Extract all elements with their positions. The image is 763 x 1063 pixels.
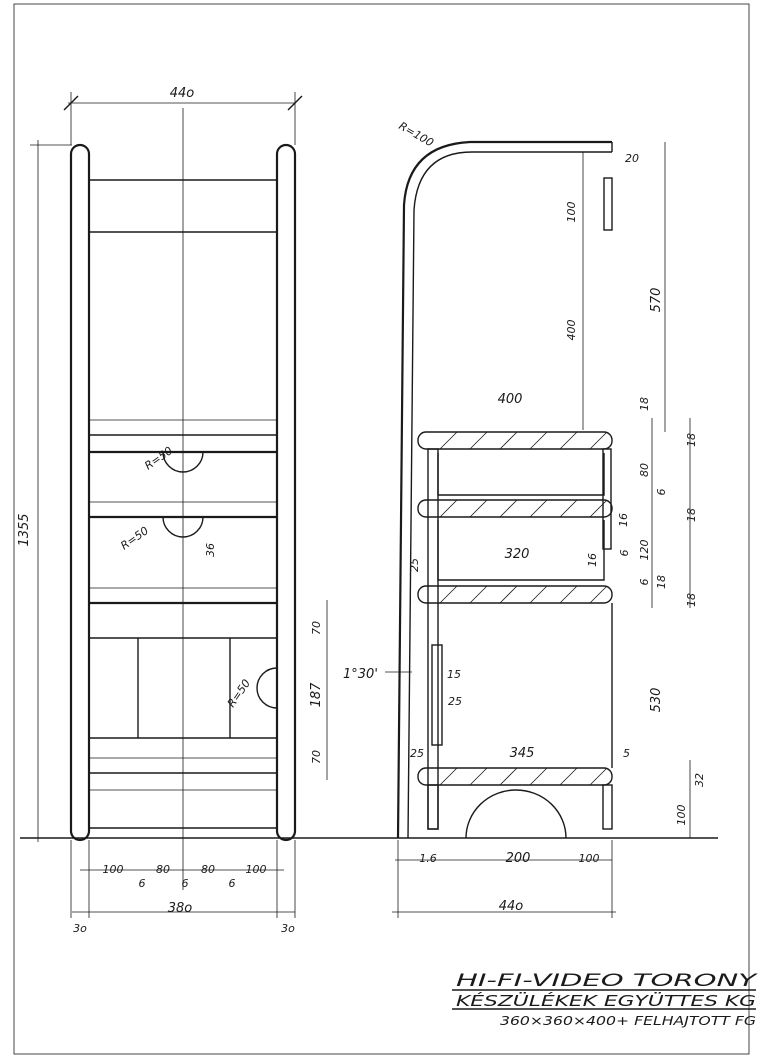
front-right-post — [275, 143, 297, 842]
side-small-mark: 25 — [448, 695, 462, 708]
side-frame-outer — [396, 140, 612, 839]
side-drawer — [437, 520, 605, 581]
side-shelf-dim: 120 — [638, 540, 651, 561]
front-small-dim: 36 — [204, 543, 217, 557]
side-lower-right: 5 — [623, 747, 630, 760]
side-upright — [602, 448, 612, 550]
side-upper-label: 400 — [498, 392, 523, 407]
front-overall-width: 44o — [170, 86, 195, 101]
side-bottom-width: 200 — [506, 851, 531, 866]
front-overall-height: 1355 — [17, 513, 32, 546]
side-lower-width: 345 — [510, 746, 535, 761]
dim-tick — [287, 95, 303, 111]
front-bottom-dim: 80 — [156, 863, 170, 876]
front-cutout — [256, 667, 278, 709]
side-foot — [427, 784, 439, 830]
side-upper-dim: 570 — [649, 288, 664, 313]
side-shelf — [417, 585, 613, 604]
side-small-mark: 15 — [447, 668, 461, 681]
front-left-post — [69, 143, 91, 842]
side-upper-dim: 400 — [565, 320, 578, 341]
sheet-border — [13, 3, 750, 1055]
front-radius-label: R=50 — [118, 524, 151, 552]
side-bottom-dim: 32 — [693, 773, 706, 787]
side-frame-inner — [407, 151, 612, 839]
side-shelf — [417, 499, 613, 518]
side-shelf-dim: 80 — [638, 463, 651, 477]
side-top-radius: R=100 — [397, 119, 436, 149]
side-mid-far: 16 — [617, 513, 630, 527]
front-bottom-dim: 6 — [182, 877, 189, 890]
front-view: 44o 1355 R=50 R=50 R=50 36 100 6 80 6 80… — [17, 86, 303, 935]
side-upper-dim: 100 — [565, 202, 578, 223]
side-drawer — [437, 453, 605, 496]
front-bottom-dim: 100 — [103, 863, 124, 876]
title-line-3: 360×360×400+ FELHAJTOTT FG — [500, 1014, 756, 1028]
side-shelf — [417, 431, 613, 450]
side-small-mark: 25 — [410, 747, 424, 760]
side-base-arch — [465, 789, 567, 839]
front-bottom-dim: 100 — [246, 863, 267, 876]
side-bottom-width: 1.6 — [419, 852, 437, 865]
front-radius-label: R=50 — [225, 677, 253, 710]
side-shelf-dim: 18 — [685, 593, 698, 607]
side-foot — [602, 784, 613, 830]
title-line-2: KÉSZÜLÉKEK EGYÜTTES KG — [456, 991, 756, 1010]
side-view: R=100 20 100 400 570 400 18 18 80 6 18 6… — [309, 119, 706, 918]
side-shelf-dim: 18 — [638, 397, 651, 411]
front-cutout — [162, 516, 204, 538]
front-bottom-dim: 6 — [229, 877, 236, 890]
front-bottom-dim: 6 — [139, 877, 146, 890]
dim-tick — [63, 95, 79, 111]
front-side-thickness: 3o — [281, 922, 295, 935]
side-mid-right: 16 — [586, 553, 599, 567]
front-side-thickness: 3o — [73, 922, 87, 935]
side-upright — [427, 448, 439, 830]
side-shelf-dim: 6 — [638, 579, 651, 586]
side-lower-height: 530 — [649, 688, 664, 713]
front-bottom-dim: 80 — [201, 863, 215, 876]
side-shelf-dim: 18 — [685, 433, 698, 447]
shelf-hatching — [439, 431, 608, 786]
side-overall-depth: 44o — [499, 899, 524, 914]
side-shelf-dim: 6 — [618, 550, 631, 557]
side-shelf-dim: 6 — [655, 489, 668, 496]
side-left-dim: 70 — [310, 621, 323, 635]
front-inner-width: 38o — [168, 901, 193, 916]
side-angle: 1°30' — [343, 667, 378, 682]
side-top-block — [603, 177, 613, 231]
side-bottom-width: 100 — [579, 852, 600, 865]
side-shelf-dim: 18 — [655, 575, 668, 589]
side-bottom-dim: 100 — [675, 805, 688, 826]
side-mid-width: 320 — [505, 547, 530, 562]
side-shelf-dim: 18 — [685, 508, 698, 522]
side-mid-left: 25 — [408, 558, 421, 572]
title-line-1: HI-FI-VIDEO TORONY — [456, 971, 759, 991]
side-left-dim: 70 — [310, 750, 323, 764]
front-radius-label: R=50 — [142, 444, 175, 472]
side-shelf — [417, 767, 613, 786]
side-door — [431, 644, 443, 746]
side-left-dim: 187 — [309, 682, 324, 708]
title-block: HI-FI-VIDEO TORONY KÉSZÜLÉKEK EGYÜTTES K… — [452, 971, 759, 1028]
front-cutout — [162, 451, 204, 473]
side-top-gap: 20 — [625, 152, 639, 165]
